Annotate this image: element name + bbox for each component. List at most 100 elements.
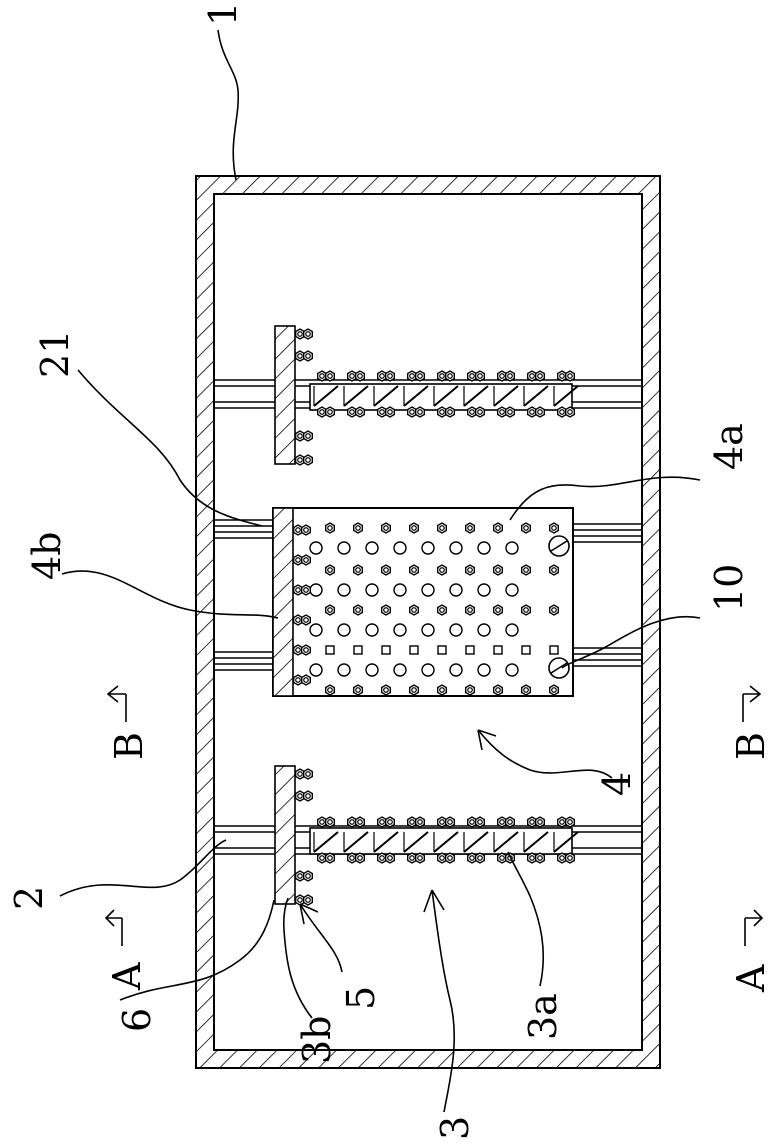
label-b-right: B (729, 732, 772, 760)
nut (410, 605, 419, 615)
nut (304, 455, 313, 465)
leader-5 (300, 904, 342, 972)
nut (446, 371, 455, 381)
nut (494, 605, 503, 615)
bottom-rod-assembly (214, 766, 642, 904)
label-b-left: B (107, 732, 151, 760)
nut (416, 817, 425, 827)
nut (550, 685, 559, 695)
hole (310, 664, 322, 676)
nut (550, 605, 559, 615)
hole (450, 624, 462, 636)
leader-3a (508, 852, 543, 986)
label-6: 6 (115, 1008, 159, 1032)
nut (536, 407, 545, 417)
nut (382, 685, 391, 695)
top-rod-assembly (214, 326, 642, 464)
nut (466, 565, 475, 575)
hole (422, 664, 434, 676)
nut (410, 685, 419, 695)
hole (338, 624, 350, 636)
hole (366, 542, 378, 554)
nut (302, 675, 311, 685)
nut (326, 371, 335, 381)
label-4b: 4b (25, 531, 69, 580)
nut (466, 685, 475, 695)
label-4a: 4a (707, 423, 751, 470)
hole (506, 584, 518, 596)
hole (394, 664, 406, 676)
nut (382, 523, 391, 533)
nut (416, 371, 425, 381)
nut (506, 371, 515, 381)
nut (476, 407, 485, 417)
nut (302, 645, 311, 655)
nut (356, 817, 365, 827)
nut (494, 523, 503, 533)
label-21: 21 (33, 330, 77, 378)
hole (506, 624, 518, 636)
nut (386, 817, 395, 827)
hole (366, 584, 378, 596)
nut (476, 853, 485, 863)
hole (422, 624, 434, 636)
nut (536, 371, 545, 381)
nut (304, 769, 313, 779)
label-3b: 3b (295, 1015, 339, 1064)
leader-4 (478, 730, 612, 778)
nut (356, 407, 365, 417)
nut (386, 371, 395, 381)
nut (302, 585, 311, 595)
nut (494, 565, 503, 575)
nut (326, 817, 335, 827)
nut (326, 685, 335, 695)
leader-3 (432, 890, 454, 1112)
nut (326, 605, 335, 615)
hole (506, 664, 518, 676)
hole (310, 624, 322, 636)
hole (394, 624, 406, 636)
nut (550, 523, 559, 533)
nut (326, 523, 335, 533)
nut (446, 853, 455, 863)
nut (438, 685, 447, 695)
nut (466, 605, 475, 615)
label-a-left: A (105, 962, 149, 991)
square-hole (326, 646, 334, 654)
square-hole (410, 646, 418, 654)
hole (506, 542, 518, 554)
nut (304, 895, 313, 905)
square-hole (550, 646, 558, 654)
hole (450, 584, 462, 596)
nut (476, 817, 485, 827)
nut (386, 407, 395, 417)
nut (354, 605, 363, 615)
label-5: 5 (339, 986, 383, 1010)
nut (536, 853, 545, 863)
nut (522, 523, 531, 533)
hole (338, 584, 350, 596)
nut (326, 407, 335, 417)
hole (450, 542, 462, 554)
nut (566, 853, 575, 863)
nut (438, 605, 447, 615)
nut (522, 605, 531, 615)
nut (354, 565, 363, 575)
hole (422, 542, 434, 554)
hole (478, 542, 490, 554)
square-hole (382, 646, 390, 654)
nut (304, 329, 313, 339)
nut (566, 817, 575, 827)
hole (338, 664, 350, 676)
nut (446, 407, 455, 417)
nut (304, 351, 313, 361)
hole (366, 624, 378, 636)
hole (478, 584, 490, 596)
nut (382, 565, 391, 575)
nut (506, 407, 515, 417)
hole (394, 542, 406, 554)
nut (386, 853, 395, 863)
nut (302, 615, 311, 625)
nut (304, 431, 313, 441)
